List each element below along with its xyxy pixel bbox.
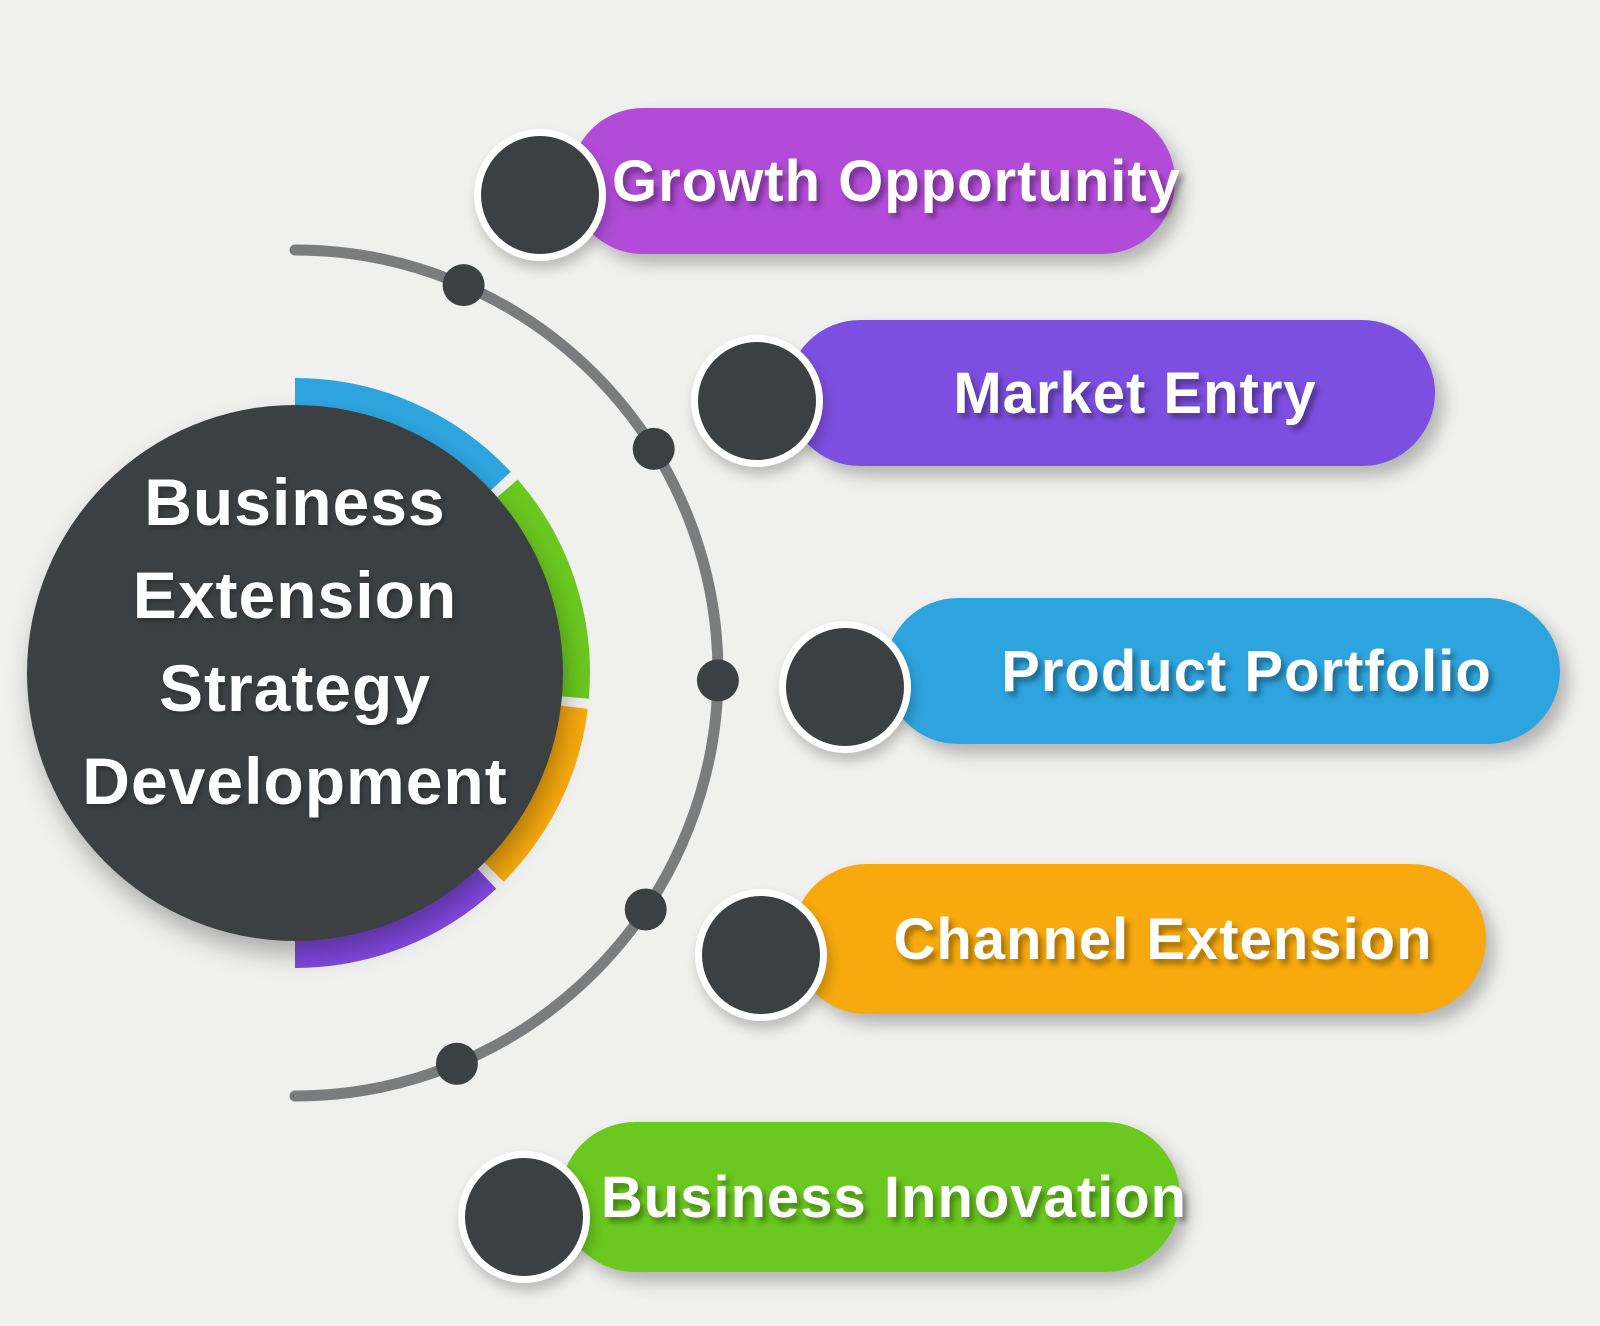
node-circle-market-entry — [691, 335, 823, 467]
pill-business-innovation: Business Innovation — [560, 1122, 1186, 1272]
pill-growth-opportunity: Growth Opportunity — [570, 108, 1180, 254]
node-circle-growth-opportunity — [474, 129, 606, 261]
node-circle-business-innovation — [458, 1151, 590, 1283]
arc-dot — [442, 264, 485, 307]
pill-product-portfolio: Product Portfolio — [885, 598, 1560, 744]
arc-dot — [435, 1042, 478, 1085]
center-circle — [27, 405, 563, 941]
ring-segment-purple — [294, 866, 497, 968]
arc-dot — [696, 659, 739, 702]
arc-dot — [632, 427, 675, 470]
ring-segment-blue — [294, 378, 511, 493]
ring-segment-green — [494, 479, 590, 699]
title-line: Strategy — [158, 651, 432, 725]
pill-label-business-innovation: Business Innovation — [600, 1164, 1188, 1230]
title-line: Development — [82, 744, 508, 818]
title-line: Extension — [132, 558, 458, 632]
node-circle-product-portfolio — [779, 621, 911, 753]
pill-market-entry: Market Entry — [787, 320, 1435, 466]
pill-label-product-portfolio: Product Portfolio — [1001, 638, 1492, 704]
title-line: Business — [144, 465, 446, 539]
node-circle-channel-extension — [695, 889, 827, 1021]
pill-label-growth-opportunity: Growth Opportunity — [612, 148, 1181, 214]
ring-segment-orange — [482, 705, 588, 882]
pill-label-channel-extension: Channel Extension — [893, 906, 1433, 972]
arc-dot — [624, 888, 667, 931]
pill-channel-extension: Channel Extension — [792, 864, 1486, 1014]
pill-label-market-entry: Market Entry — [953, 360, 1317, 426]
diagram-title: Business Extension Strategy Development — [30, 456, 560, 828]
